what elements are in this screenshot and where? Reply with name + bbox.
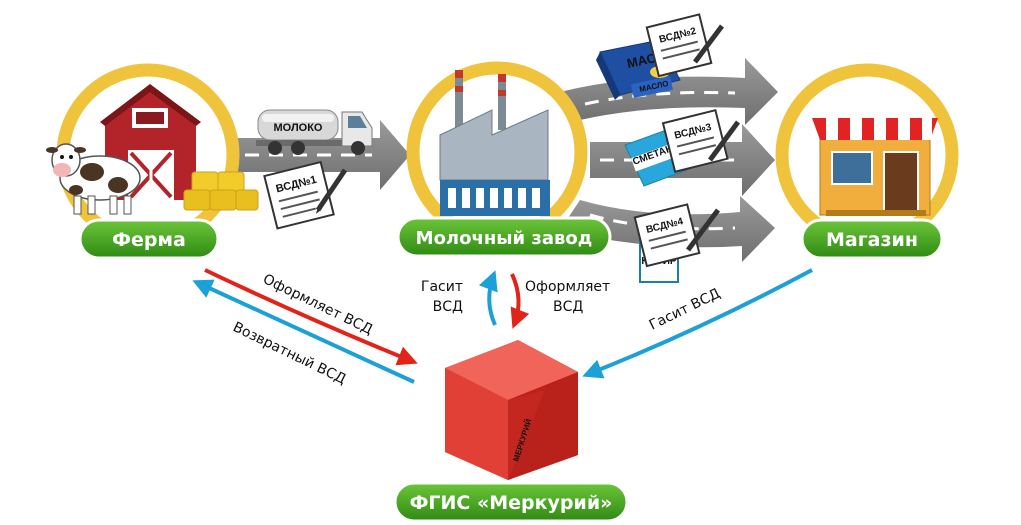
shop-node[interactable]: Магазин: [800, 218, 944, 260]
dairy-label: Молочный завод: [416, 228, 593, 249]
shop-icon: [812, 118, 938, 216]
dairy-issue-label-1: Оформляет: [525, 279, 610, 295]
hay-bales-icon: [183, 171, 259, 211]
farm-label: Ферма: [112, 229, 186, 251]
shop-cancel-arrow: [582, 268, 813, 379]
mercury-label: ФГИС «Меркурий»: [410, 492, 613, 514]
svg-text:МОЛОКО: МОЛОКО: [274, 122, 323, 134]
road-dairy-to-shop-top: [560, 58, 778, 125]
milk-truck-icon: МОЛОКО: [256, 109, 373, 155]
dairy-issue-arrow: [510, 273, 530, 329]
vsd-document-3: ВСД№3: [661, 108, 741, 173]
shop-cancel-label: Гасит ВСД: [647, 286, 723, 334]
vsd-document-2: ВСД№2: [645, 13, 724, 78]
road-farm-to-dairy: [235, 120, 410, 190]
mercury-node[interactable]: ФГИС «Меркурий»: [393, 481, 629, 523]
return-vsd-arrow: [192, 279, 415, 384]
dairy-node[interactable]: Молочный завод: [396, 216, 612, 258]
mercury-cube-icon: МЕРКУРИЙ: [445, 340, 578, 480]
vsd-document-4: ВСД№4: [633, 203, 720, 268]
vsd-document-1: ВСД№1: [263, 160, 348, 230]
farm-node[interactable]: Ферма: [78, 218, 220, 260]
dairy-cancel-label-2: ВСД: [433, 299, 463, 315]
butter-product-icon: МАСЛО МАСЛО: [596, 39, 681, 100]
shop-label: Магазин: [826, 229, 918, 251]
dairy-cancel-arrow: [478, 270, 498, 326]
cow-icon: [46, 143, 141, 215]
dairy-cancel-label-1: Гасит: [421, 279, 463, 295]
dairy-plant-icon: [439, 70, 550, 216]
issue-vsd-arrow: [204, 268, 418, 366]
dairy-issue-label-2: ВСД: [553, 299, 583, 315]
return-vsd-label: Возвратный ВСД: [230, 319, 348, 388]
